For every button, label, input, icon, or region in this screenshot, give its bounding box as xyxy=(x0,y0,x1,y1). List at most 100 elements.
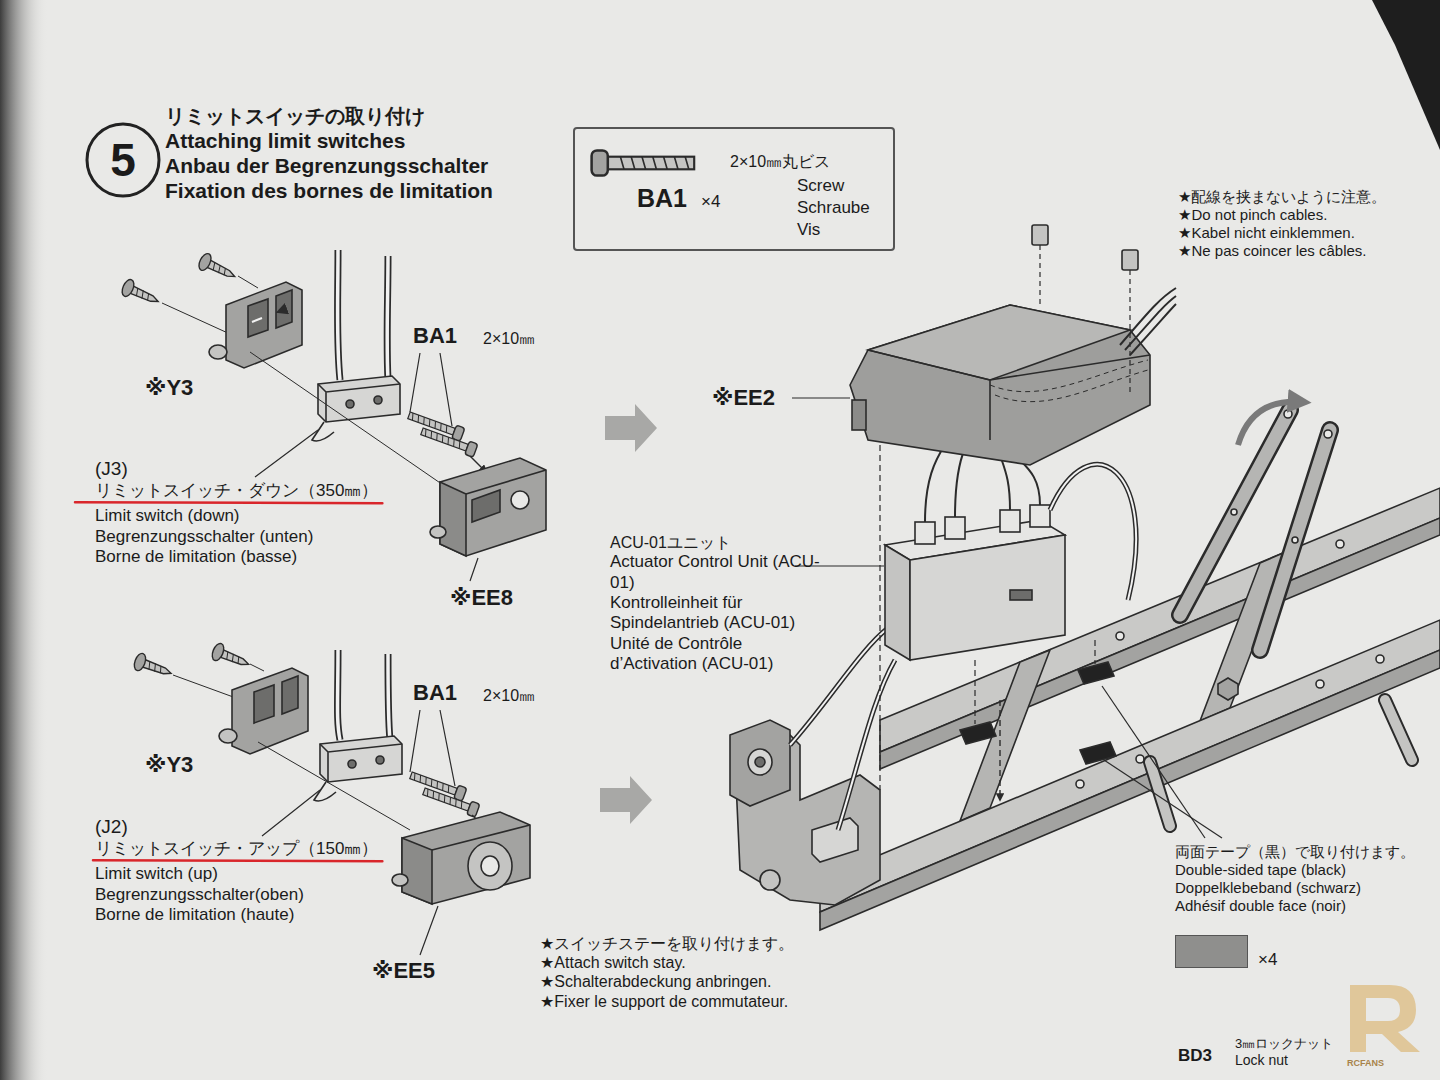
step-title: Anbau der Begrenzungsschalter xyxy=(165,153,493,178)
part-callout: ※EE5 xyxy=(372,958,435,984)
part-callout: ※EE8 xyxy=(450,585,513,611)
step-circle: 5 xyxy=(85,122,161,198)
step-title: リミットスイッチの取り付け xyxy=(165,104,493,128)
caution-note: ★配線を挟まないように注意。 xyxy=(1178,188,1386,206)
part-callout: BA1 xyxy=(413,323,457,349)
chassis-illustration xyxy=(812,818,858,862)
chassis-illustration xyxy=(820,620,1440,912)
part-callout: ※Y3 xyxy=(145,375,193,401)
limit-switch-down-assembly xyxy=(420,425,478,458)
chassis-illustration xyxy=(1385,700,1412,760)
part-callout: BA1 xyxy=(413,323,457,349)
chassis-illustration xyxy=(755,757,765,767)
limit-switch-down-assembly xyxy=(346,400,354,408)
limit-switch-up-assembly xyxy=(262,790,438,955)
instruction-note: ★Attach switch stay. xyxy=(540,953,794,972)
chassis-illustration xyxy=(820,650,1440,930)
limit-switch-up-assembly xyxy=(410,710,455,786)
chassis-illustration xyxy=(852,400,866,430)
limit-switch-down-assembly xyxy=(318,384,400,422)
chassis-illustration xyxy=(1316,680,1324,688)
limit-switch-up-assembly xyxy=(348,760,356,768)
limit-switch-up-assembly xyxy=(338,650,391,740)
limit-switch-up-assembly xyxy=(376,756,384,764)
tape-note: 両面テープ（黒）で取り付けます。 xyxy=(1175,843,1415,861)
part-description: (J3)リミットスイッチ・ダウン（350㎜）Limit switch (down… xyxy=(95,458,378,567)
rotation-arrow xyxy=(1238,402,1302,445)
screw-icon xyxy=(592,150,695,175)
rotation-arrow xyxy=(1238,402,1302,445)
chassis-illustration xyxy=(748,749,772,775)
limit-switch-down-assembly xyxy=(440,458,546,556)
dimension: 2×10㎜ xyxy=(483,686,535,705)
chassis-illustration xyxy=(945,517,965,539)
part-name: Schraube xyxy=(797,199,870,218)
limit-switch-up-assembly xyxy=(422,785,480,818)
chassis-illustration xyxy=(1039,245,1040,305)
limit-switch-up-assembly xyxy=(254,685,274,723)
part-description: Begrenzungsschalter (unten) xyxy=(95,527,378,547)
chassis-illustration xyxy=(1120,288,1176,355)
leader-line xyxy=(1104,760,1222,838)
part-callout: BA1 xyxy=(413,680,457,706)
chassis-illustration xyxy=(1050,464,1136,600)
unit-label: Actuator Control Unit (ACU-01) xyxy=(610,552,820,593)
chassis-illustration xyxy=(999,700,1000,800)
part-name: 3㎜ロックナットLock nut xyxy=(1235,1036,1333,1068)
part-name: Lock nut xyxy=(1235,1052,1333,1069)
limit-switch-up-assembly xyxy=(320,744,402,782)
part-callout: ※EE2 xyxy=(712,385,775,411)
limit-switch-up-assembly xyxy=(219,729,237,743)
chassis-illustration xyxy=(1260,430,1330,650)
step-title: Attaching limit switches xyxy=(165,128,493,153)
chassis-illustration xyxy=(868,350,1150,440)
part-callout: ※Y3 xyxy=(145,375,193,401)
part-count: ×4 xyxy=(1258,950,1277,970)
limit-switch-down-assembly xyxy=(466,470,546,494)
watermark: RCFANS xyxy=(1347,1058,1384,1069)
chassis-illustration xyxy=(1324,430,1332,438)
red-underline xyxy=(93,860,382,861)
limit-switch-up-assembly xyxy=(468,842,512,890)
part-size: 2×10㎜丸ビス xyxy=(730,153,830,171)
tape-note: 両面テープ（黒）で取り付けます。Double-sided tape (black… xyxy=(1175,843,1415,915)
chassis-illustration xyxy=(730,720,790,806)
part-description: Borne de limitation (basse) xyxy=(95,547,378,567)
limit-switch-up-assembly xyxy=(320,736,402,782)
part-description: Limit switch (down) xyxy=(95,506,378,526)
chassis-illustration xyxy=(880,488,1440,752)
chassis-illustration xyxy=(1260,430,1330,650)
step-title: Fixation des bornes de limitation xyxy=(165,178,493,203)
chassis-illustration xyxy=(1080,742,1116,764)
limit-switch-down-assembly xyxy=(338,250,389,380)
chassis-illustration xyxy=(1136,755,1144,763)
watermark-logo xyxy=(1350,985,1420,1052)
unit-label: Kontrolleinheit für Spindelantrieb (ACU-… xyxy=(610,593,820,634)
step-title: リミットスイッチの取り付けAttaching limit switchesAnb… xyxy=(165,104,493,204)
caution-note: ★配線を挟まないように注意。★Do not pinch cables.★Kabe… xyxy=(1178,188,1386,260)
leader-line xyxy=(1102,686,1205,838)
limit-switch-up-assembly xyxy=(402,838,432,904)
limit-switch-up-assembly xyxy=(232,668,308,754)
instruction-note: ★スイッチステーを取り付けます。★Attach switch stay.★Sch… xyxy=(540,934,794,1011)
chassis-illustration xyxy=(910,535,1065,660)
legend-entry: ×4 xyxy=(1175,932,1277,970)
red-underline xyxy=(75,502,382,503)
unit-label: ACU-01ユニットActuator Control Unit (ACU-01)… xyxy=(610,533,820,675)
limit-switch-up-assembly xyxy=(392,874,408,886)
chassis-illustration xyxy=(1116,632,1124,640)
chassis-illustration xyxy=(1050,464,1136,600)
caution-note: ★Kabel nicht einklemmen. xyxy=(1178,224,1386,242)
part-callout: ※EE2 xyxy=(712,385,775,411)
chassis-illustration xyxy=(1010,590,1032,600)
chassis-illustration xyxy=(1122,250,1138,270)
tape-note: Double-sided tape (black) xyxy=(1175,861,1415,879)
chassis-illustration xyxy=(1376,655,1384,663)
limit-switch-up-assembly xyxy=(338,650,391,740)
parts-box: 2×10㎜丸ビスScrewSchraubeVisBA1×4 xyxy=(573,127,895,251)
part-callout: ※EE8 xyxy=(450,585,513,611)
